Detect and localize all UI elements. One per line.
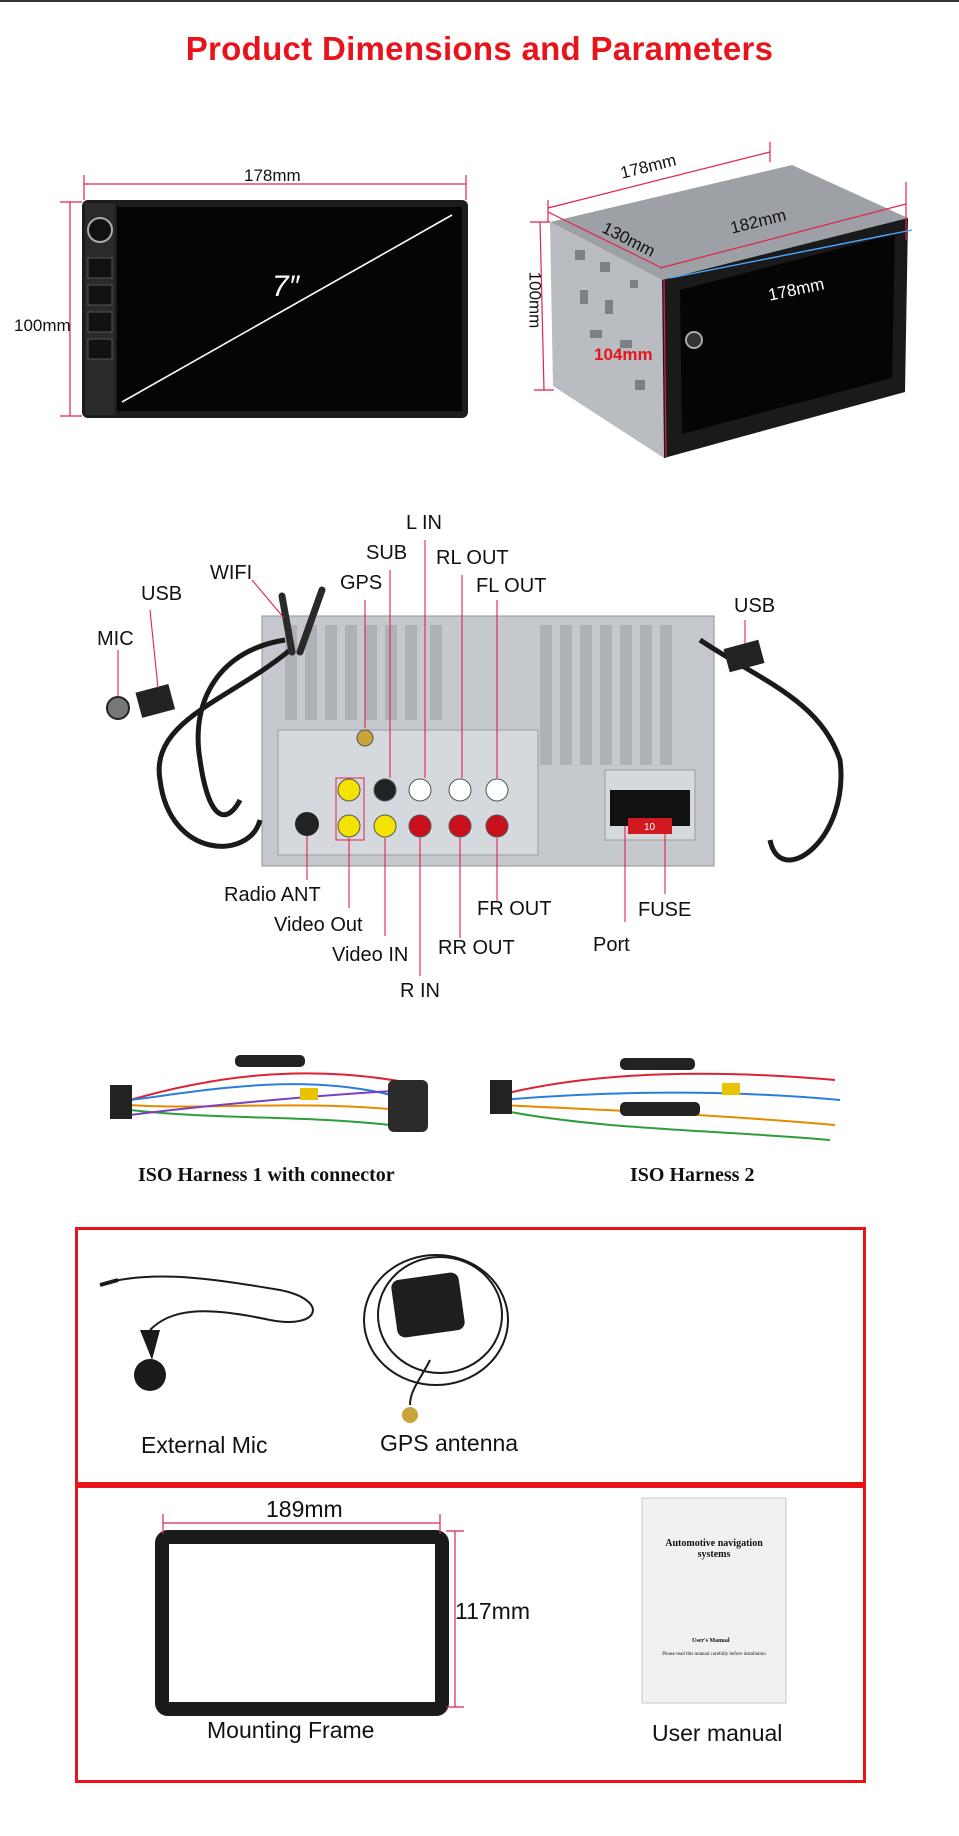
- label-mic: MIC: [97, 628, 134, 650]
- label-iso-harness-1: ISO Harness 1 with connector: [138, 1164, 395, 1186]
- angle-top-width-label: 178mm: [618, 150, 679, 183]
- label-usb-left: USB: [141, 583, 183, 605]
- label-external-mic: External Mic: [141, 1432, 268, 1458]
- angle-height-label: 100mm: [525, 271, 545, 329]
- angle-screen-width-label: 178mm: [766, 274, 826, 305]
- label-wifi: WIFI: [210, 562, 253, 584]
- label-radio-ant: Radio ANT: [224, 884, 321, 906]
- manual-cover-title: Automotive navigation systems: [665, 1538, 763, 1560]
- label-video-out: Video Out: [274, 914, 363, 936]
- front-width-label: 178mm: [244, 166, 301, 185]
- top-border: [0, 0, 959, 2]
- svg-text:10: 10: [644, 822, 656, 833]
- label-gps: GPS: [340, 572, 383, 594]
- label-port: Port: [593, 934, 630, 956]
- angle-side-length-label: 182mm: [728, 205, 789, 238]
- angle-unit: [550, 165, 908, 458]
- label-sub: SUB: [366, 542, 408, 564]
- label-user-manual: User manual: [652, 1720, 783, 1746]
- page-title: Product Dimensions and Parameters: [185, 30, 774, 67]
- label-r-in: R IN: [400, 980, 440, 1002]
- label-usb-right: USB: [734, 595, 776, 617]
- label-rr-out: RR OUT: [438, 937, 515, 959]
- angle-screen-height-label: 104mm: [594, 345, 653, 364]
- label-l-in: L IN: [406, 512, 442, 534]
- front-height-label: 100mm: [14, 316, 71, 335]
- label-gps-antenna: GPS antenna: [380, 1430, 519, 1456]
- label-rl-out: RL OUT: [436, 547, 509, 569]
- accessories-box-bottom: [75, 1482, 866, 1783]
- front-unit: [82, 200, 468, 418]
- label-frame-width: 189mm: [266, 1496, 343, 1522]
- label-mounting-frame: Mounting Frame: [207, 1717, 375, 1743]
- label-fr-out: FR OUT: [477, 898, 552, 920]
- label-frame-height: 117mm: [455, 1598, 530, 1624]
- angle-depth-label: 130mm: [599, 218, 659, 261]
- label-fl-out: FL OUT: [476, 575, 547, 597]
- screen-diagonal-label: 7″: [272, 270, 300, 303]
- manual-cover-subtitle: User's Manual: [692, 1638, 730, 1644]
- manual-cover-note: Please read this manual carefully before…: [662, 1652, 766, 1657]
- accessories-box-top: [75, 1227, 866, 1488]
- label-iso-harness-2: ISO Harness 2: [630, 1164, 755, 1186]
- label-fuse: FUSE: [638, 899, 692, 921]
- label-video-in: Video IN: [332, 944, 409, 966]
